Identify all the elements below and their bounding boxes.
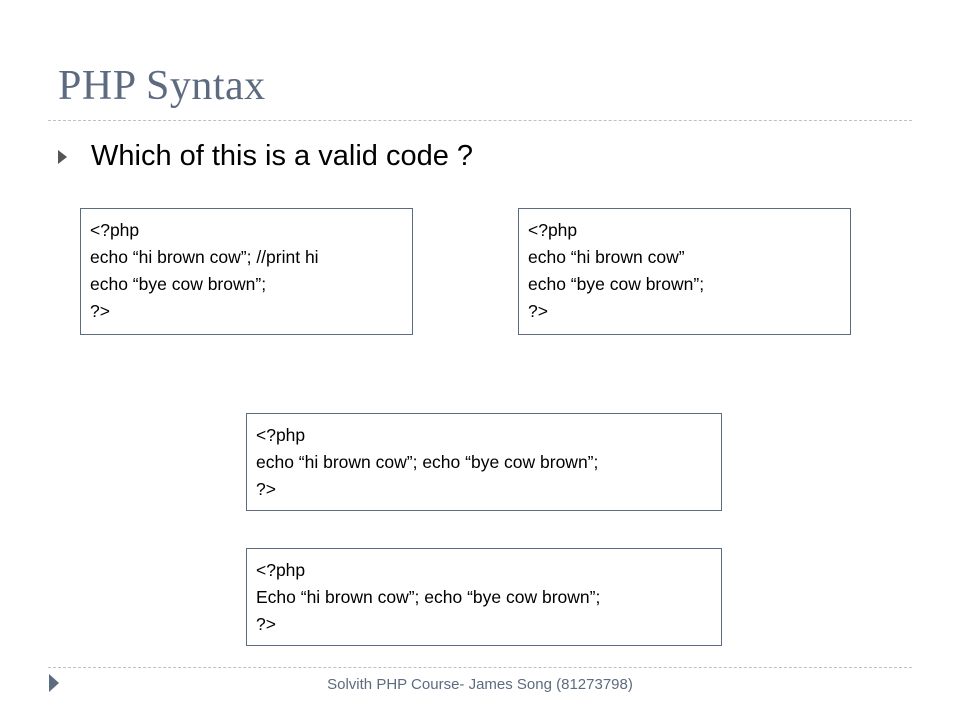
code-option-1: <?php echo “hi brown cow”; //print hi ec…	[80, 208, 413, 335]
bullet-text: Which of this is a valid code ?	[91, 140, 474, 172]
code-line: ?>	[90, 301, 110, 321]
code-line: ?>	[528, 301, 548, 321]
code-line: <?php	[256, 560, 306, 580]
title-divider	[48, 120, 912, 121]
code-line: ?>	[256, 479, 276, 499]
code-option-4: <?php Echo “hi brown cow”; echo “bye cow…	[246, 548, 722, 646]
code-line: Echo “hi brown cow”; echo “bye cow brown…	[256, 587, 601, 607]
code-option-2: <?php echo “hi brown cow” echo “bye cow …	[518, 208, 851, 335]
slide-title: PHP Syntax	[58, 63, 266, 109]
triangle-bullet-icon	[58, 149, 67, 164]
triangle-footer-icon	[49, 674, 59, 692]
code-line: <?php	[256, 425, 306, 445]
footer-text: Solvith PHP Course- James Song (81273798…	[327, 676, 633, 693]
footer-divider	[48, 667, 912, 668]
code-option-3: <?php echo “hi brown cow”; echo “bye cow…	[246, 413, 722, 511]
code-line: ?>	[256, 614, 276, 634]
code-line: <?php	[90, 220, 140, 240]
code-line: <?php	[528, 220, 578, 240]
code-line: echo “bye cow brown”;	[528, 274, 705, 294]
code-line: echo “hi brown cow”	[528, 247, 685, 267]
code-line: echo “bye cow brown”;	[90, 274, 267, 294]
bullet-item: Which of this is a valid code ?	[58, 140, 473, 173]
code-line: echo “hi brown cow”; echo “bye cow brown…	[256, 452, 599, 472]
code-line: echo “hi brown cow”; //print hi	[90, 247, 319, 267]
